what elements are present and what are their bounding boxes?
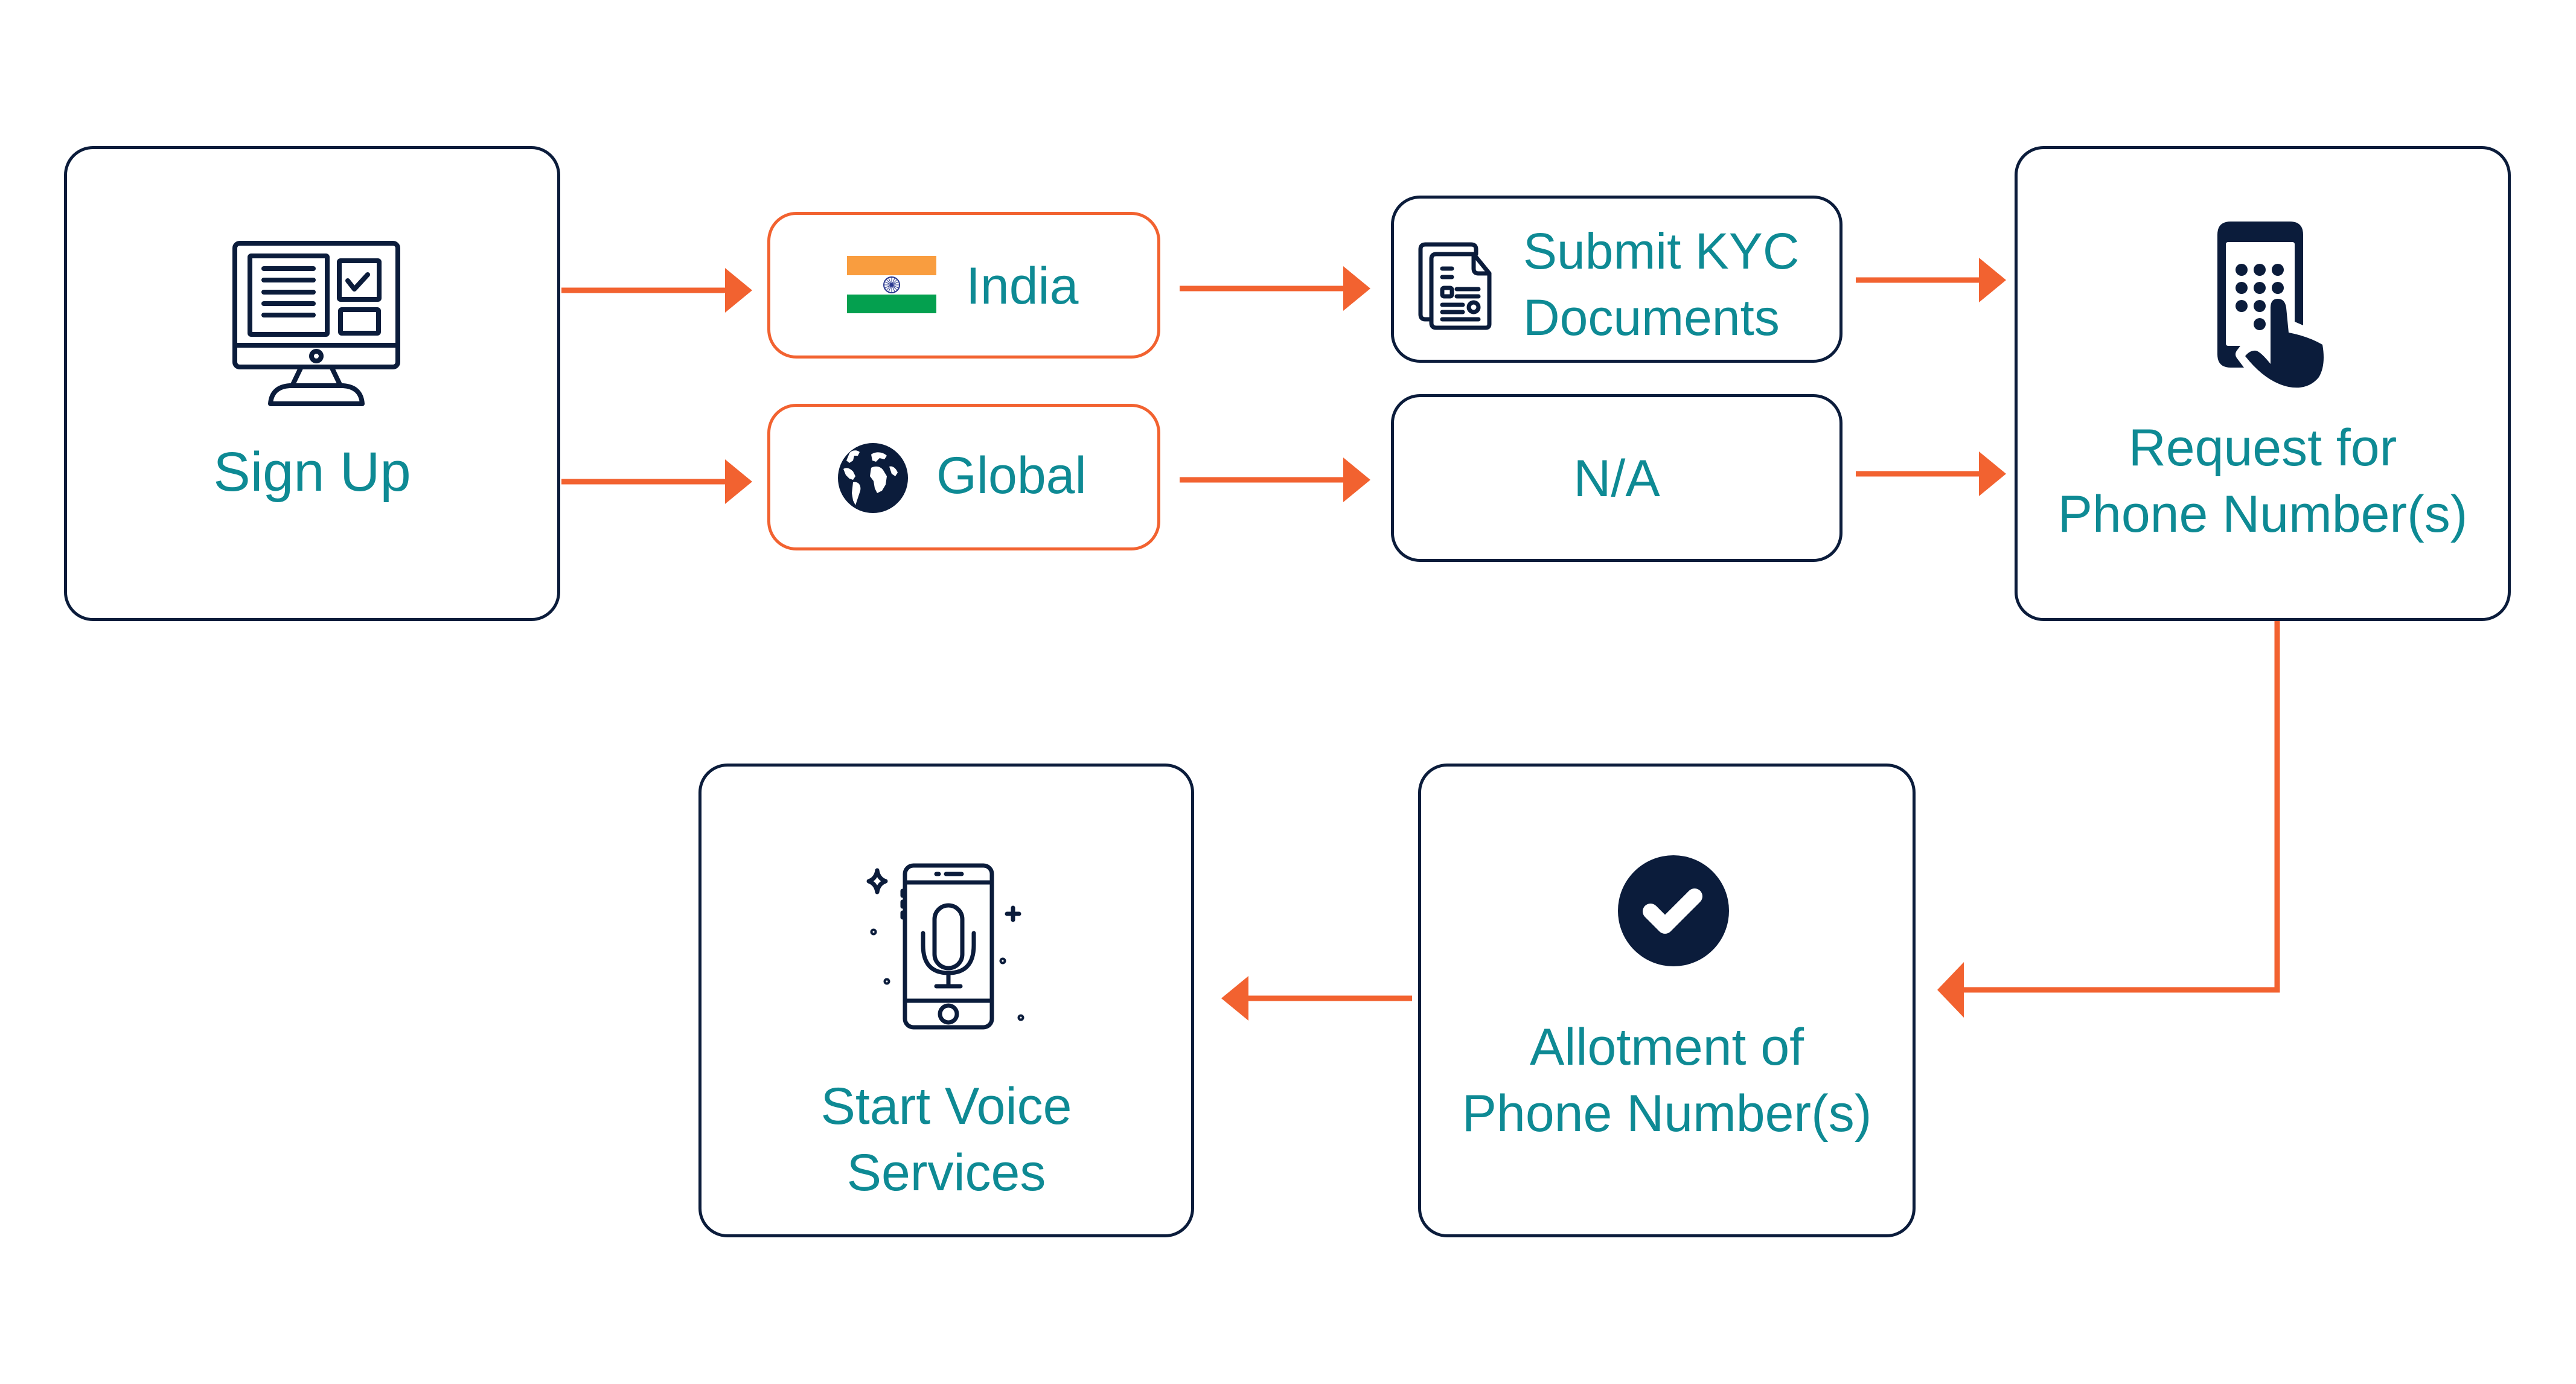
node-global: Global: [767, 404, 1160, 550]
arrow-allotment-to-startvoice: [1221, 976, 1412, 1021]
node-kyc: Submit KYC Documents: [1391, 196, 1843, 363]
node-label-line1: Start Voice: [820, 1077, 1072, 1135]
node-label: Sign Up: [213, 441, 411, 503]
documents-icon: [1418, 242, 1493, 330]
node-india: India: [767, 212, 1160, 359]
phone-microphone-icon: [865, 863, 1028, 1038]
node-na: N/A: [1391, 394, 1843, 562]
arrow-kyc-to-request: [1856, 258, 2006, 302]
arrow-signup-to-global: [561, 459, 752, 504]
check-circle-icon: [1617, 855, 1730, 967]
node-sign-up: Sign Up: [64, 146, 560, 621]
globe-icon: [837, 442, 909, 514]
node-label: Global: [936, 447, 1087, 505]
node-label-line2: Phone Number(s): [2057, 485, 2468, 543]
node-request: Request for Phone Number(s): [2015, 146, 2511, 621]
node-label-line1: Request for: [2128, 419, 2397, 477]
india-flag-icon: [847, 256, 936, 313]
node-label-line1: Submit KYC: [1523, 223, 1800, 279]
arrow-global-to-na: [1180, 458, 1370, 502]
node-label-line2: Documents: [1523, 289, 1780, 346]
phone-keypad-tap-icon: [2217, 220, 2326, 391]
node-label-line1: Allotment of: [1529, 1018, 1804, 1076]
arrow-india-to-kyc: [1180, 266, 1370, 311]
node-allotment: Allotment of Phone Number(s): [1418, 764, 1916, 1237]
arrow-request-to-allotment: [1937, 621, 2280, 1018]
node-label-line2: Services: [846, 1144, 1046, 1202]
arrow-signup-to-india: [561, 268, 752, 313]
node-start-voice: Start Voice Services: [698, 764, 1194, 1237]
node-label-line2: Phone Number(s): [1462, 1085, 1872, 1143]
node-label: India: [966, 257, 1079, 315]
node-label: N/A: [1573, 450, 1660, 508]
monitor-form-icon: [232, 240, 401, 409]
arrow-na-to-request: [1856, 451, 2006, 496]
